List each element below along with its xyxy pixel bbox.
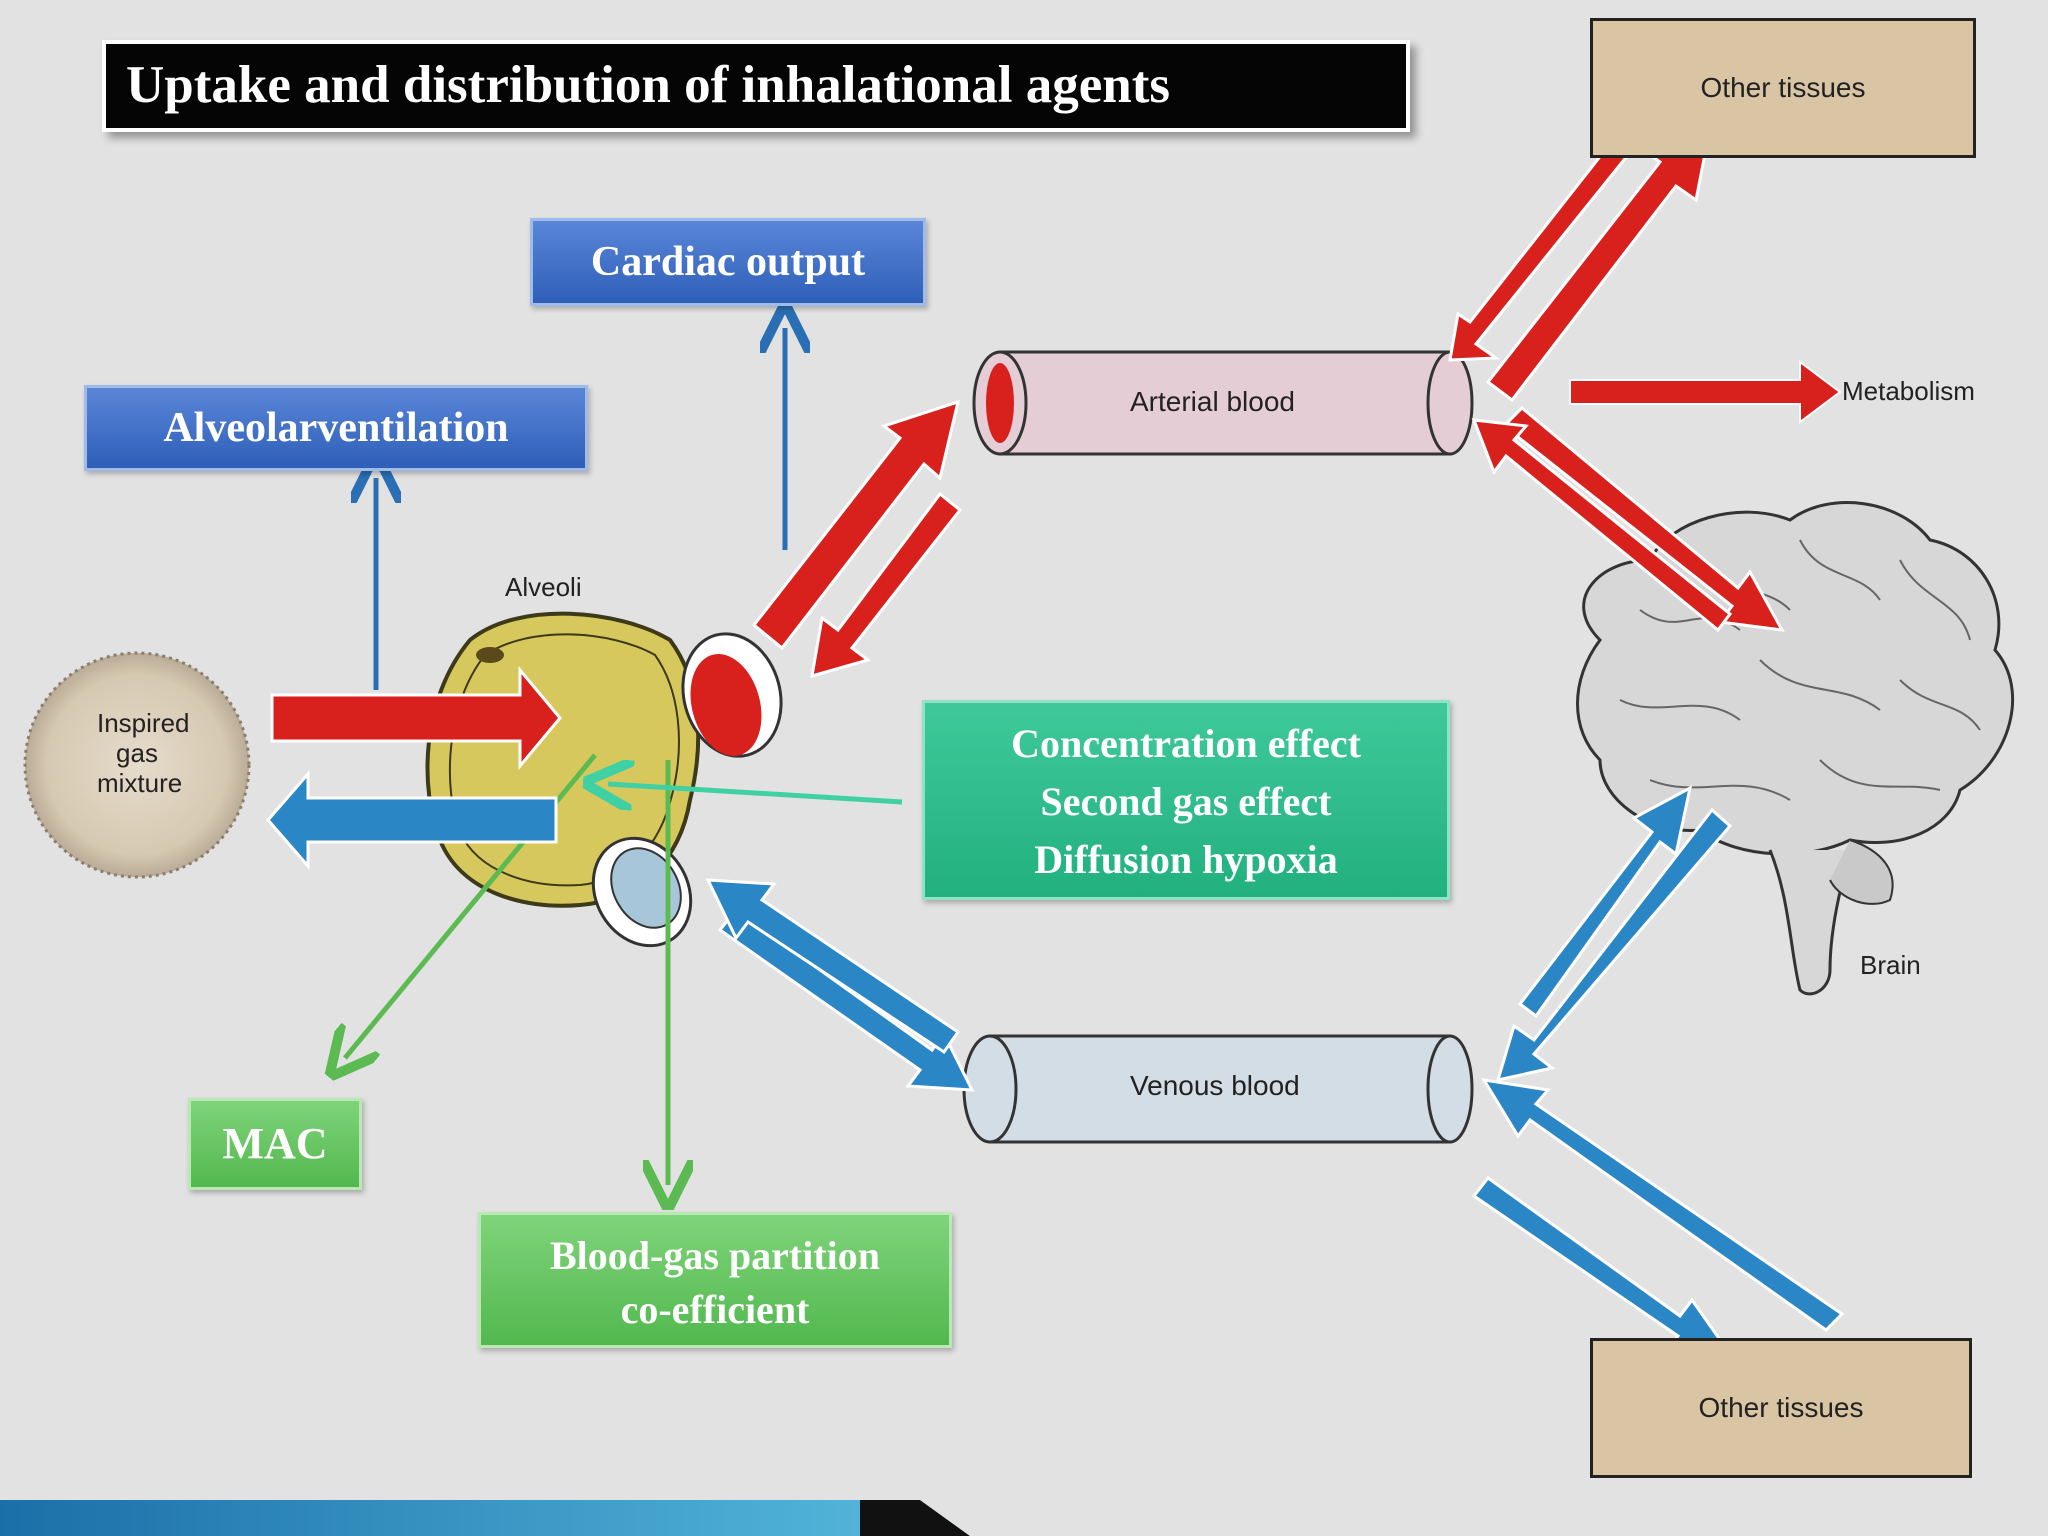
venous-tube [988, 1034, 1452, 1144]
inspired-gas-label: Inspired gas mixture [97, 708, 190, 798]
other-tissues-top-box: Other tissues [1590, 18, 1976, 158]
red-arrow-inhale [270, 665, 562, 771]
other-tissues-bottom-box: Other tissues [1590, 1338, 1972, 1478]
inspired-gas-circle [23, 651, 251, 879]
metabolism-label: Metabolism [1842, 376, 1975, 406]
venous-blood-label: Venous blood [1130, 1070, 1300, 1101]
blue-arrow-venous-to-brain [1517, 785, 1693, 1019]
blue-arrow-exhale [266, 769, 558, 871]
blue-arrow-brain-to-venous [1495, 807, 1733, 1083]
blue-arrow-capillary-to-venous [717, 907, 975, 1092]
blue-arrow-venous-to-tissues [1471, 1175, 1733, 1356]
other-tissues-bottom-label: Other tissues [1698, 1392, 1864, 1423]
slide-title: Uptake and distribution of inhalational … [126, 56, 1171, 114]
diffusion-hypoxia-text: Diffusion hypoxia [1034, 837, 1338, 882]
other-tissues-top-label: Other tissues [1700, 72, 1866, 103]
inspired-line-1: Inspired [97, 708, 190, 738]
cardiac-output-box: Cardiac output [530, 218, 926, 306]
arrow-effects-to-alveoli [608, 784, 903, 802]
cardiac-output-text: Cardiac output [590, 239, 866, 285]
red-arrow-from-other-tissues-top [1448, 123, 1643, 362]
inspired-line-3: mixture [97, 768, 183, 798]
arterial-blood-label: Arterial blood [1130, 386, 1295, 417]
red-arrow-capillary-to-arterial [751, 399, 961, 651]
red-arrow-arterial-to-capillary [810, 491, 963, 679]
alveolar-ventilation-text: Alveolarventilation [163, 405, 509, 451]
partition-line-2: co-efficient [620, 1287, 810, 1332]
title-box: Uptake and distribution of inhalational … [102, 40, 1410, 132]
blue-arrow-tissues-to-venous [1481, 1078, 1845, 1332]
arterial-tube [998, 350, 1452, 456]
blue-arrow-venous-to-capillary [705, 878, 961, 1055]
inspired-line-2: gas [116, 738, 158, 768]
concentration-effect-text: Concentration effect [1011, 721, 1361, 766]
second-gas-effect-text: Second gas effect [1040, 779, 1332, 824]
partition-line-1: Blood-gas partition [549, 1233, 881, 1278]
brain-label: Brain [1860, 950, 1921, 980]
mac-text: MAC [222, 1119, 328, 1168]
bottom-black-wedge [860, 1500, 2048, 1536]
mac-box: MAC [188, 1098, 362, 1190]
alveoli-label: Alveoli [505, 572, 582, 602]
partition-coefficient-box: Blood-gas partition co-efficient [478, 1212, 952, 1348]
red-arrow-to-other-tissues-top [1485, 125, 1712, 403]
alveolar-ventilation-box: Alveolarventilation [84, 385, 588, 471]
red-arrow-arterial-to-brain [1501, 405, 1785, 632]
gas-effects-box: Concentration effect Second gas effect D… [922, 700, 1450, 900]
red-arrow-brain-to-arterial [1471, 418, 1733, 633]
red-arrow-to-metabolism [1569, 360, 1842, 424]
